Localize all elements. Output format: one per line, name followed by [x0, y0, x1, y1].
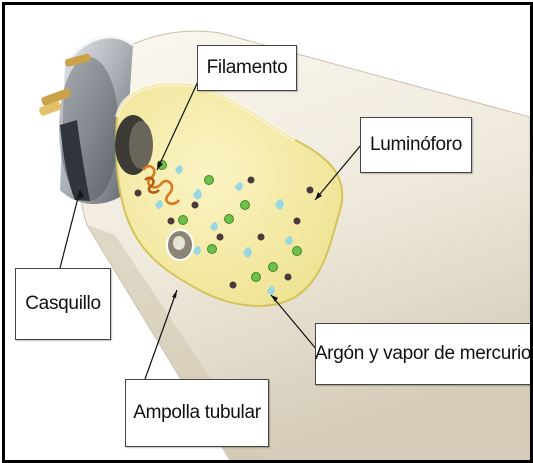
label-filamento: Filamento [197, 45, 297, 91]
label-casquillo: Casquillo [15, 268, 111, 340]
label-argon-mercurio: Argón y vapor de mercurio [315, 323, 531, 385]
label-ampolla-tubular: Ampolla tubular [125, 379, 269, 447]
label-luminoforo: Luminóforo [360, 117, 472, 173]
cathode-disk [167, 230, 193, 260]
